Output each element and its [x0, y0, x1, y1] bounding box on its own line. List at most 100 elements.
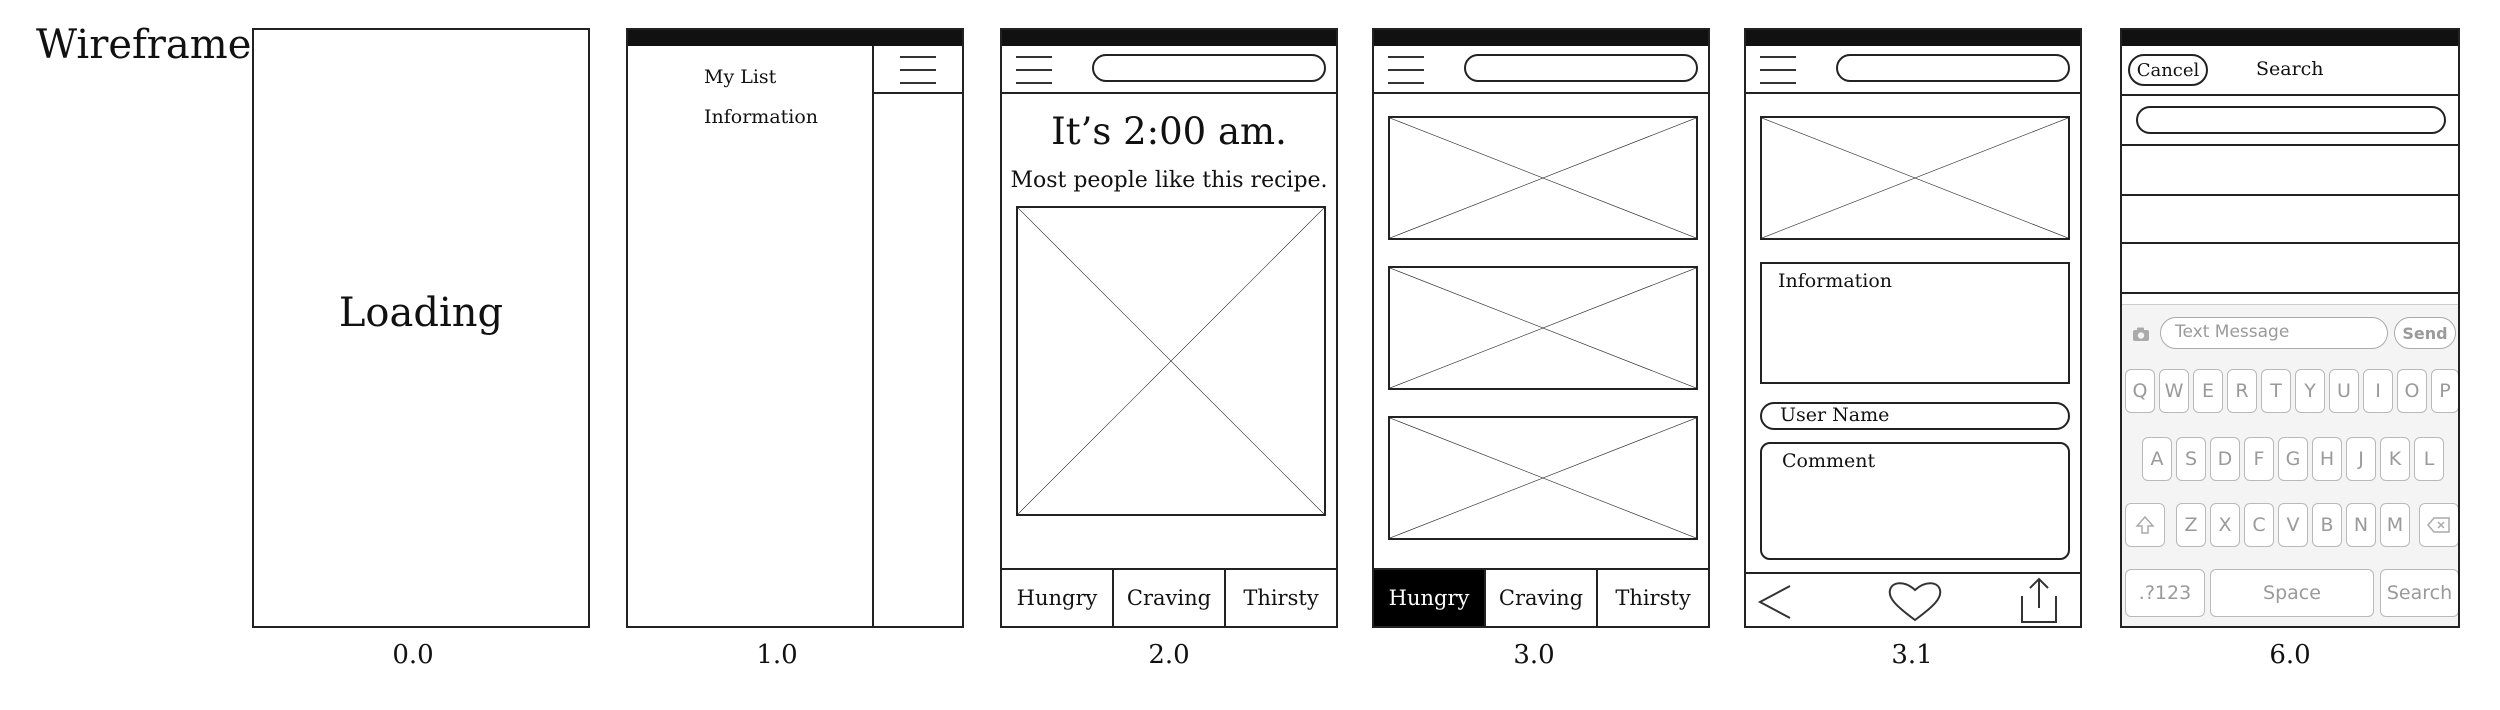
nav-divider — [1374, 92, 1708, 94]
hamburger-icon[interactable] — [900, 56, 936, 84]
user-name-field[interactable]: User Name — [1760, 402, 2070, 430]
placeholder-cross — [1390, 268, 1696, 388]
tab-thirsty[interactable]: Thirsty — [1243, 586, 1319, 610]
placeholder-cross — [1390, 118, 1696, 238]
key-w[interactable]: W — [2159, 369, 2189, 413]
result-row-divider-3 — [2122, 242, 2458, 244]
screen-1-0: My List Information — [626, 28, 964, 628]
key-j[interactable]: J — [2346, 437, 2376, 481]
key-e[interactable]: E — [2193, 369, 2223, 413]
hamburger-icon[interactable] — [1760, 56, 1796, 84]
list-item-image-3[interactable] — [1388, 416, 1698, 540]
screen-label-6-0: 6.0 — [2269, 640, 2311, 670]
cancel-label: Cancel — [2136, 59, 2200, 81]
send-button[interactable]: Send — [2394, 317, 2456, 349]
key-q[interactable]: Q — [2125, 369, 2155, 413]
key-c[interactable]: C — [2244, 503, 2274, 547]
screen-3-0: Hungry Craving Thirsty — [1372, 28, 1710, 628]
key-r[interactable]: R — [2227, 369, 2257, 413]
message-input[interactable]: Text Message — [2160, 317, 2388, 349]
search-bar[interactable] — [1836, 54, 2070, 82]
result-row-divider-4 — [2122, 292, 2458, 294]
backspace-icon — [2427, 517, 2450, 533]
key-f[interactable]: F — [2244, 437, 2274, 481]
header-divider — [2122, 94, 2458, 96]
key-d[interactable]: D — [2210, 437, 2240, 481]
key-g[interactable]: G — [2278, 437, 2308, 481]
key-n[interactable]: N — [2346, 503, 2376, 547]
search-key[interactable]: Search — [2380, 569, 2458, 617]
screen-label-3-0: 3.0 — [1513, 640, 1555, 670]
menu-panel-header-line — [872, 92, 962, 94]
menu-item-my-list[interactable]: My List — [704, 66, 777, 88]
detail-image-placeholder[interactable] — [1760, 116, 2070, 240]
search-bar[interactable] — [1464, 54, 1698, 82]
comment-field[interactable]: Comment — [1760, 442, 2070, 560]
key-b[interactable]: B — [2312, 503, 2342, 547]
menu-item-information[interactable]: Information — [704, 106, 819, 128]
camera-icon[interactable] — [2132, 327, 2150, 342]
search-title: Search — [2256, 58, 2324, 80]
key-y[interactable]: Y — [2295, 369, 2325, 413]
loading-text: Loading — [338, 290, 504, 336]
message-placeholder: Text Message — [2175, 322, 2290, 342]
cancel-button[interactable]: Cancel — [2128, 54, 2208, 86]
comment-label: Comment — [1782, 450, 1876, 472]
key-z[interactable]: Z — [2176, 503, 2206, 547]
key-h[interactable]: H — [2312, 437, 2342, 481]
back-arrow-icon[interactable] — [1756, 582, 1796, 622]
key-t[interactable]: T — [2261, 369, 2291, 413]
numbers-key[interactable]: .?123 — [2125, 569, 2205, 617]
send-label: Send — [2402, 323, 2448, 343]
shift-icon — [2135, 515, 2155, 534]
nav-divider — [1746, 92, 2080, 94]
status-bar — [1002, 30, 1336, 46]
tab-craving[interactable]: Craving — [1114, 570, 1226, 626]
status-bar — [1746, 30, 2080, 46]
hamburger-icon[interactable] — [1388, 56, 1424, 84]
shift-key[interactable] — [2125, 503, 2165, 547]
key-k[interactable]: K — [2380, 437, 2410, 481]
bottom-tabs: Hungry Craving Thirsty — [1002, 568, 1336, 626]
heart-icon[interactable] — [1886, 580, 1944, 622]
space-key[interactable]: Space — [2210, 569, 2374, 617]
key-a[interactable]: A — [2142, 437, 2172, 481]
tab-craving[interactable]: Craving — [1486, 570, 1598, 626]
delete-key[interactable] — [2419, 503, 2458, 547]
key-s[interactable]: S — [2176, 437, 2206, 481]
placeholder-cross — [1762, 118, 2068, 238]
search-input[interactable] — [2136, 106, 2446, 134]
key-u[interactable]: U — [2329, 369, 2359, 413]
user-name-label: User Name — [1780, 404, 1890, 426]
action-bar — [1746, 572, 2080, 626]
placeholder-cross — [1018, 208, 1324, 514]
screen-0-0: Loading — [252, 28, 590, 628]
headline: It’s 2:00 am. — [1051, 110, 1287, 153]
key-p[interactable]: P — [2431, 369, 2458, 413]
tab-hungry[interactable]: Hungry — [1002, 570, 1114, 626]
status-bar — [1374, 30, 1708, 46]
key-v[interactable]: V — [2278, 503, 2308, 547]
bottom-tabs: Hungry Craving Thirsty — [1374, 568, 1708, 626]
screen-label-3-1: 3.1 — [1891, 640, 1933, 670]
tab-hungry[interactable]: Hungry — [1374, 570, 1486, 626]
screen-3-1: Information User Name Comment — [1744, 28, 2082, 628]
list-item-image-1[interactable] — [1388, 116, 1698, 240]
search-bar[interactable] — [1092, 54, 1326, 82]
list-item-image-2[interactable] — [1388, 266, 1698, 390]
information-label: Information — [1778, 270, 1893, 292]
screen-2-0: It’s 2:00 am. Most people like this reci… — [1000, 28, 1338, 628]
share-icon[interactable] — [2018, 576, 2060, 624]
hamburger-icon[interactable] — [1016, 56, 1052, 84]
information-box: Information — [1760, 262, 2070, 384]
key-o[interactable]: O — [2397, 369, 2427, 413]
key-x[interactable]: X — [2210, 503, 2240, 547]
recipe-image-placeholder[interactable] — [1016, 206, 1326, 516]
key-l[interactable]: L — [2414, 437, 2444, 481]
screen-label-0-0: 0.0 — [392, 640, 434, 670]
result-row-divider-1 — [2122, 144, 2458, 146]
key-m[interactable]: M — [2380, 503, 2410, 547]
diagram-title: Wireframe — [36, 22, 252, 68]
key-i[interactable]: I — [2363, 369, 2393, 413]
tab-thirsty[interactable]: Thirsty — [1615, 586, 1691, 610]
